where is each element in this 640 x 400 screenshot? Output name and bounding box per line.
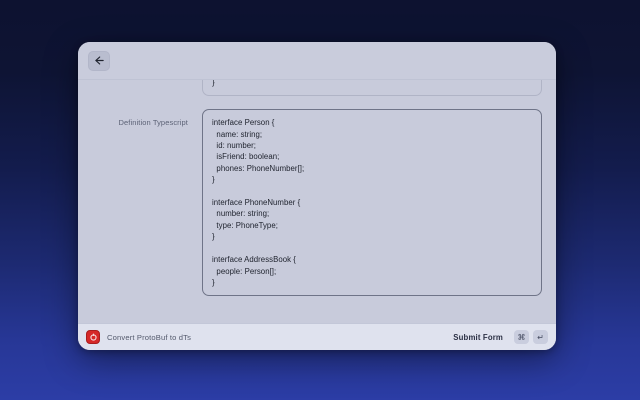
raycast-icon <box>86 330 100 344</box>
return-key-badge[interactable]: ↵ <box>533 330 548 344</box>
form-row-protobuf: message AddressBook { repeated Person pe… <box>92 80 542 97</box>
app-window: message AddressBook { repeated Person pe… <box>78 42 556 350</box>
window-footer: Convert ProtoBuf to dTs Submit Form ⌘ ↵ <box>78 323 556 350</box>
definition-protobuf-field[interactable]: message AddressBook { repeated Person pe… <box>202 80 542 97</box>
form-rows: message AddressBook { repeated Person pe… <box>78 80 556 309</box>
command-key-badge[interactable]: ⌘ <box>514 330 529 344</box>
footer-command-title: Convert ProtoBuf to dTs <box>107 332 192 342</box>
submit-form-label[interactable]: Submit Form <box>453 332 503 342</box>
window-header <box>78 42 556 80</box>
definition-typescript-field[interactable]: interface Person { name: string; id: num… <box>202 109 542 297</box>
arrow-left-icon <box>94 55 105 66</box>
back-button[interactable] <box>88 50 110 71</box>
definition-typescript-label: Definition Typescript <box>118 118 188 128</box>
form-row-typescript: Definition Typescript interface Person {… <box>92 109 542 297</box>
form-scroll-area[interactable]: message AddressBook { repeated Person pe… <box>78 80 556 323</box>
